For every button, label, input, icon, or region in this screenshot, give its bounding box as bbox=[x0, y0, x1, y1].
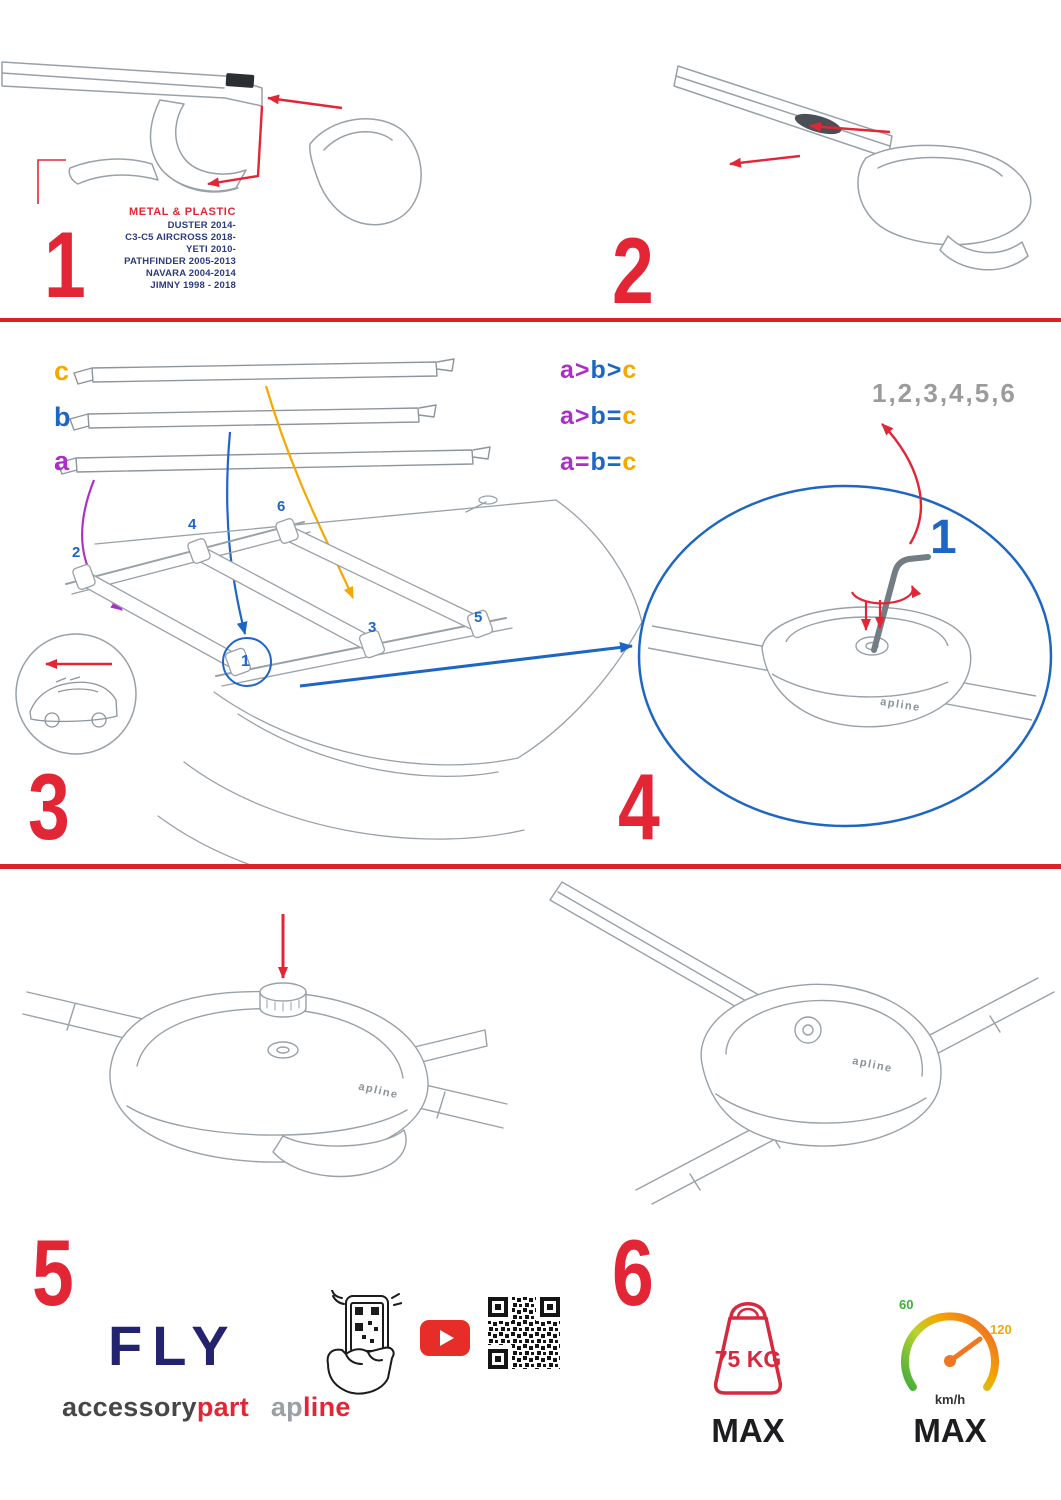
sequence-first-step: 1 bbox=[930, 511, 957, 564]
speed-low-label: 60 bbox=[899, 1297, 914, 1312]
fly-logo: FLY bbox=[108, 1314, 239, 1377]
step-number-3: 3 bbox=[28, 754, 70, 859]
knob-press-drawing bbox=[22, 914, 508, 1178]
bar-end-insert-drawing bbox=[673, 65, 1032, 271]
step1-arrows bbox=[37, 94, 343, 204]
step-number-4: 4 bbox=[618, 754, 660, 859]
roof-installation-drawing bbox=[15, 358, 1053, 868]
brand-line: accessorypart apline bbox=[62, 1394, 351, 1421]
sequence-arrow bbox=[881, 423, 922, 545]
size-relation-3: a=b=c bbox=[560, 448, 638, 476]
brand-ap: ap bbox=[270, 1392, 303, 1422]
speedometer-needle bbox=[947, 1336, 983, 1364]
section-divider-bottom bbox=[0, 864, 1061, 869]
vehicle-model-list: METAL & PLASTIC DUSTER 2014- C3-C5 AIRCR… bbox=[40, 206, 236, 292]
clamp-cover-drawing bbox=[1, 61, 422, 226]
step-number-2: 2 bbox=[612, 218, 654, 323]
step-number-6: 6 bbox=[612, 1220, 654, 1325]
bar-logo-plate bbox=[225, 73, 255, 88]
section-divider-top bbox=[0, 318, 1061, 322]
allen-key bbox=[871, 554, 931, 653]
position-label-3: 3 bbox=[368, 619, 377, 636]
position-label-6: 6 bbox=[277, 498, 286, 515]
model-line: DUSTER 2014- bbox=[167, 220, 236, 231]
model-line: PATHFINDER 2005-2013 bbox=[124, 256, 236, 267]
model-line: YETI 2010- bbox=[185, 244, 236, 255]
weight-max-label: MAX bbox=[711, 1412, 785, 1449]
brand-apline: line bbox=[302, 1392, 351, 1422]
detail-pointer-arrow bbox=[299, 641, 633, 688]
crossbar-set bbox=[57, 358, 491, 475]
youtube-icon bbox=[420, 1320, 470, 1356]
step-number-5: 5 bbox=[32, 1220, 74, 1325]
weight-limit-icon bbox=[713, 1302, 783, 1395]
bar-label-c: c bbox=[54, 356, 70, 386]
brand-part: part bbox=[196, 1392, 250, 1422]
step2-arrows bbox=[729, 121, 891, 168]
speed-max-label: MAX bbox=[913, 1412, 987, 1449]
bar-label-b: b bbox=[54, 402, 71, 432]
position-1-circle bbox=[222, 637, 272, 687]
step-number-1: 1 bbox=[44, 212, 86, 317]
tighten-arrows bbox=[851, 585, 922, 631]
speed-high-label: 120 bbox=[990, 1322, 1012, 1337]
model-line: NAVARA 2004-2014 bbox=[145, 268, 236, 279]
position-label-5: 5 bbox=[474, 609, 483, 626]
car-roof-sketch bbox=[65, 495, 643, 868]
model-line: C3-C5 AIRCROSS 2018- bbox=[125, 232, 236, 243]
phone-qr-pixels bbox=[355, 1307, 379, 1343]
position-label-4: 4 bbox=[188, 516, 197, 533]
position-label-2: 2 bbox=[72, 544, 81, 561]
mounted-clamp-drawing bbox=[549, 881, 1055, 1205]
brand-accessory: accessory bbox=[62, 1392, 197, 1422]
speed-unit-label: km/h bbox=[934, 1392, 966, 1407]
bar-label-a: a bbox=[54, 446, 70, 476]
model-line: JIMNY 1998 - 2018 bbox=[150, 280, 236, 291]
position-label-1: 1 bbox=[241, 653, 250, 670]
car-inset bbox=[15, 633, 137, 755]
size-relation-2: a>b=c bbox=[560, 402, 638, 430]
weight-limit-value: 75 KG bbox=[714, 1346, 782, 1372]
tightening-sequence: 1,2,3,4,5,6 bbox=[872, 378, 1017, 408]
phone-scan-icon bbox=[326, 1290, 402, 1395]
qr-code bbox=[487, 1296, 561, 1370]
material-label: METAL & PLASTIC bbox=[129, 206, 236, 218]
clamp-detail-inset bbox=[637, 484, 1053, 828]
speedometer-icon bbox=[901, 1312, 999, 1391]
size-relation-1: a>b>c bbox=[560, 356, 638, 384]
